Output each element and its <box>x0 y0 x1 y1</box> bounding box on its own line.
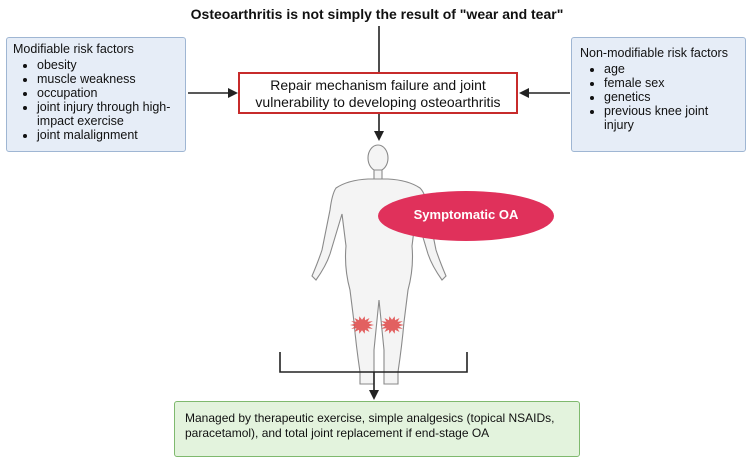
modifiable-heading: Modifiable risk factors <box>13 42 134 56</box>
left-knee-pain-icon <box>350 316 374 334</box>
right-knee-pain-icon <box>380 316 404 334</box>
list-item: genetics <box>604 90 737 104</box>
management-box: Managed by therapeutic exercise, simple … <box>174 401 580 457</box>
list-item: muscle weakness <box>37 72 179 86</box>
non-modifiable-heading: Non-modifiable risk factors <box>580 46 728 60</box>
list-item: previous knee joint injury <box>604 104 737 132</box>
list-item: female sex <box>604 76 737 90</box>
modifiable-risk-factors-box: Modifiable risk factors obesity muscle w… <box>6 37 186 152</box>
non-modifiable-list: age female sex genetics previous knee jo… <box>580 62 737 132</box>
repair-mechanism-box: Repair mechanism failure and joint vulne… <box>238 72 518 114</box>
list-item: occupation <box>37 86 179 100</box>
list-item: obesity <box>37 58 179 72</box>
bracket-connector <box>279 352 468 373</box>
symptomatic-oa-label: Symptomatic OA <box>413 207 519 222</box>
list-item: joint injury through high-impact exercis… <box>37 100 179 128</box>
symptomatic-oa-ellipse <box>378 191 554 241</box>
list-item: age <box>604 62 737 76</box>
non-modifiable-risk-factors-box: Non-modifiable risk factors age female s… <box>571 37 746 152</box>
diagram-title: Osteoarthritis is not simply the result … <box>190 6 564 22</box>
modifiable-list: obesity muscle weakness occupation joint… <box>13 58 179 142</box>
list-item: joint malalignment <box>37 128 179 142</box>
